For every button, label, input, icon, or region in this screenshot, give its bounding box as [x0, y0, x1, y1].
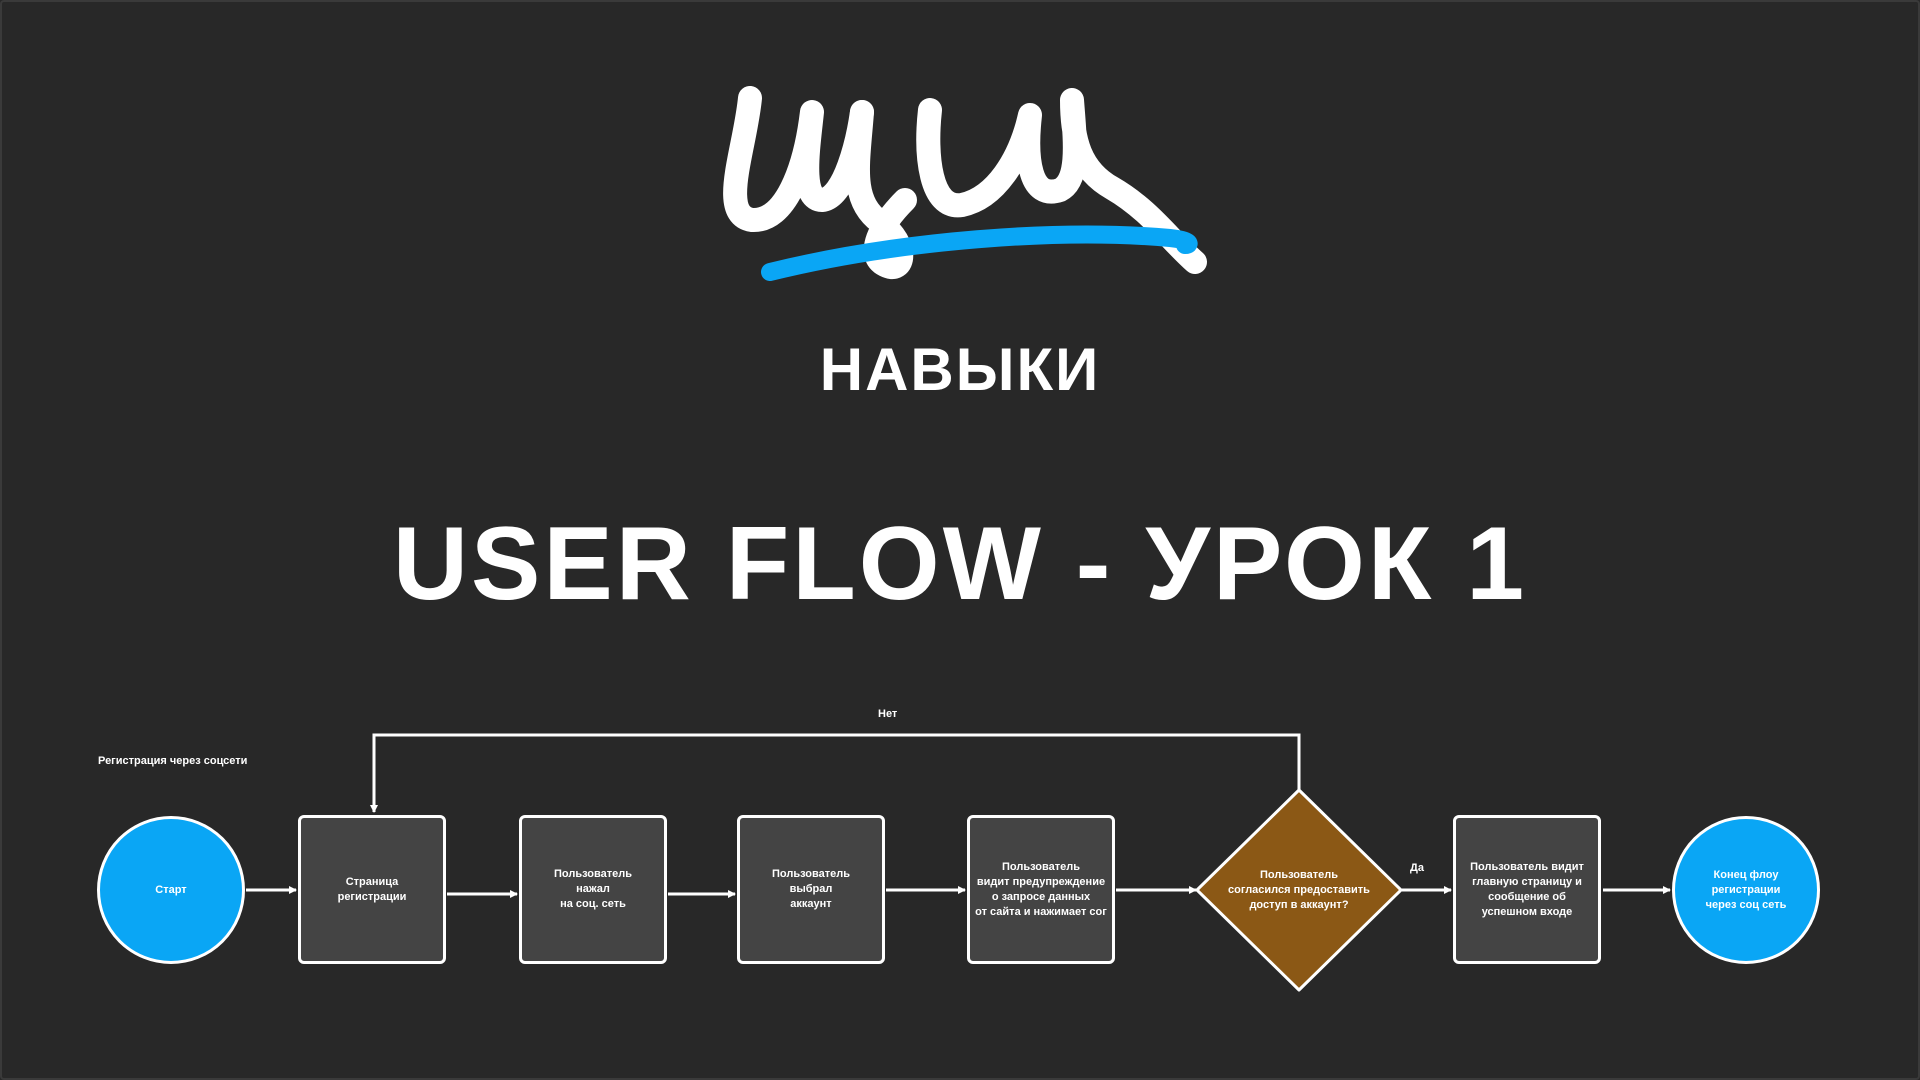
page-title: USER FLOW - УРОК 1 [392, 506, 1528, 622]
decision-diamond [1195, 788, 1403, 992]
node-start[interactable]: Старт [97, 816, 245, 964]
node-clicked-social[interactable]: Пользователь нажал на соц. сеть [519, 815, 667, 964]
node-sees-warning[interactable]: Пользователь видит предупреждение о запр… [967, 815, 1115, 964]
edge-label-no: Нет [878, 708, 898, 720]
edge-label-yes: Да [1410, 862, 1424, 874]
logo-letter-stroke [723, 86, 874, 232]
node-decision[interactable]: Пользователь согласился предоставить дос… [1228, 868, 1370, 911]
brand-name: НАВЫКИ [819, 336, 1101, 403]
logo-underline [761, 225, 1198, 281]
node-end[interactable]: Конец флоу регистрации через соц сеть [1672, 816, 1820, 964]
node-registration-page[interactable]: Страница регистрации [298, 815, 446, 964]
logo-letter-stroke [916, 88, 1207, 274]
diagram-caption: Регистрация через соцсети [98, 755, 248, 767]
arrow-decision-no-loop [370, 733, 1301, 813]
node-chose-account[interactable]: Пользователь выбрал аккаунт [737, 815, 885, 964]
node-success[interactable]: Пользователь видит главную страницу и со… [1453, 815, 1601, 964]
